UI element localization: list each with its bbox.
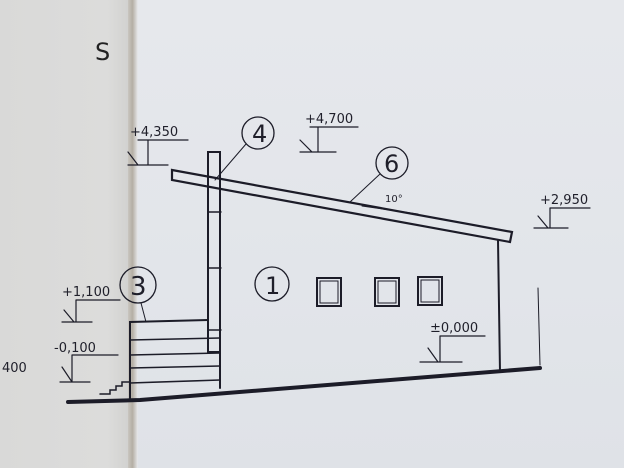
callout-1-label: 1: [265, 272, 280, 300]
level-roof-low: +2,950: [540, 193, 588, 208]
right-page: [136, 0, 624, 468]
level-ground-left: -0,100: [54, 341, 96, 356]
callout-3-label: 3: [130, 272, 147, 302]
roof-slab: [170, 168, 514, 244]
chimney: [207, 151, 221, 353]
window-1: [316, 277, 342, 307]
level-floor: ±0,000: [430, 321, 478, 336]
window-2: [374, 277, 400, 307]
roof-slope-label: 10°: [385, 194, 403, 205]
entry-steps: [99, 381, 131, 395]
ground-line: [66, 366, 542, 404]
level-chimney-top: +4,700: [305, 112, 353, 127]
terrace-block: [129, 319, 209, 399]
callout-4-label: 4: [252, 120, 267, 148]
level-terrace: +1,100: [62, 285, 110, 300]
page-fold: [128, 0, 138, 468]
sheet-label: S: [95, 38, 111, 66]
level-partial-left: 400: [2, 361, 27, 376]
window-3: [417, 276, 443, 306]
level-roof-high: +4,350: [130, 125, 178, 140]
callout-6-label: 6: [384, 150, 399, 178]
